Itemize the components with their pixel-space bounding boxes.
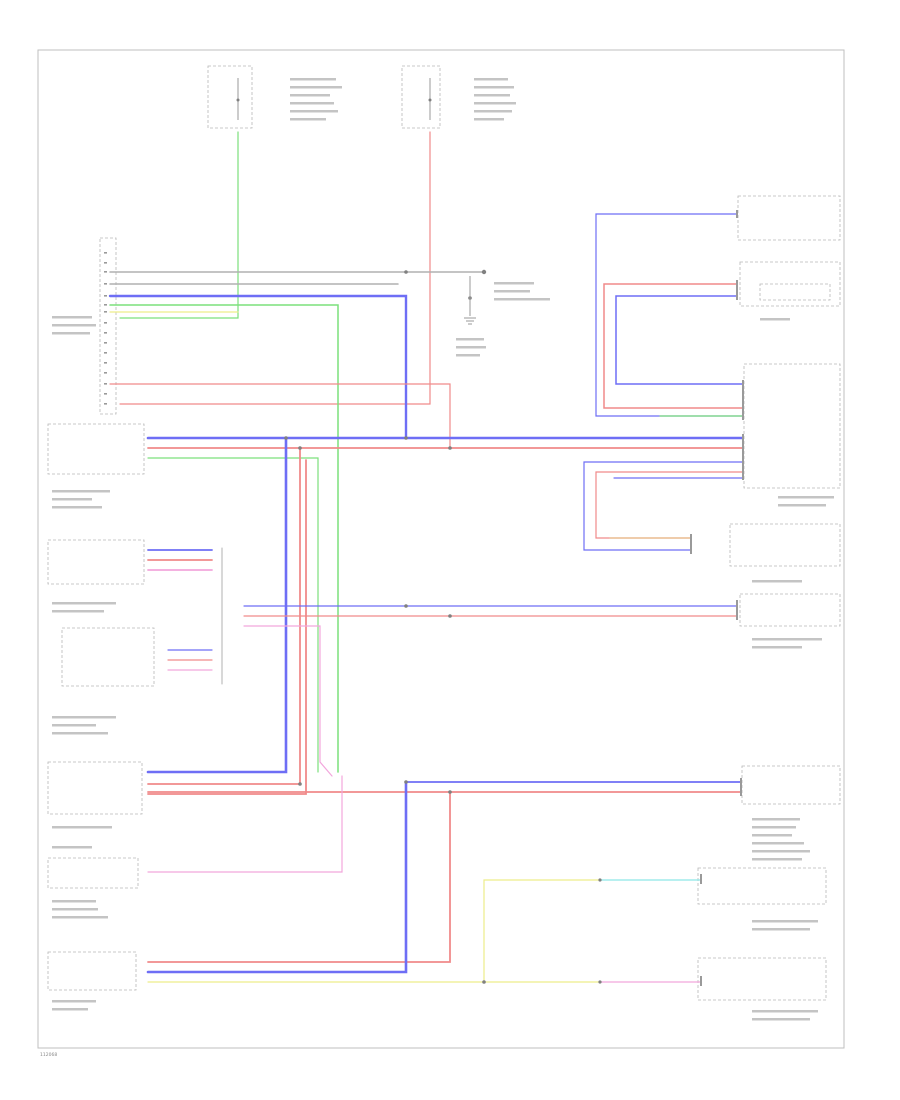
wire-red-trunk-2: [147, 459, 307, 795]
connector-pins: [104, 210, 744, 986]
srs-unit: [61, 627, 155, 687]
wire-blue-dlc: [108, 294, 408, 440]
wires: [108, 131, 744, 983]
label-placeholders: [52, 78, 834, 1021]
wire-green-ecm: [147, 457, 319, 773]
wire-selector-pink: [147, 775, 343, 873]
wire-yellow-up: [483, 879, 601, 983]
wire-blue-right-loop: [595, 213, 743, 417]
steering-angle-box: [737, 195, 841, 241]
fuse-box-right: [401, 65, 441, 129]
junctions: [284, 269, 602, 984]
symbols: [236, 78, 476, 325]
gateway-module: [729, 523, 841, 567]
wire-red-gateway: [595, 471, 743, 539]
selector-module: [47, 857, 139, 889]
power-mode-unit: [741, 765, 841, 805]
transmission-control-module: [47, 761, 143, 815]
wire-red-fuse: [119, 131, 431, 405]
steering-angle-sensor: [739, 593, 841, 627]
wire-pink-dlc: [109, 383, 451, 449]
wire-sas-pink: [243, 625, 333, 777]
wire-blue-gateway: [583, 461, 743, 551]
combination-meter: [743, 363, 841, 489]
display-inner: [759, 283, 831, 301]
body-control-module: [47, 951, 137, 991]
rear-sensor-left: [697, 867, 827, 905]
wire-blue-right-b: [615, 295, 743, 385]
wire-blue-trunk-left: [146, 436, 288, 774]
diagram-frame: [37, 49, 845, 1049]
rear-sensor-right: [697, 957, 827, 1001]
component-boxes: [47, 65, 841, 1001]
wire-bcm-blue: [146, 780, 408, 974]
wire-bcm-red: [147, 791, 451, 963]
data-link-connector: [99, 237, 117, 415]
abs-control-unit: [47, 539, 145, 585]
wire-red-right-a: [603, 283, 743, 409]
dual-control-unit: [739, 261, 841, 307]
footer-code: 112068: [40, 1052, 57, 1058]
wire-green-fuse: [119, 131, 239, 319]
fuse-box-left: [207, 65, 253, 129]
engine-control-module: [47, 423, 145, 475]
wire-green-dlc: [109, 304, 339, 773]
